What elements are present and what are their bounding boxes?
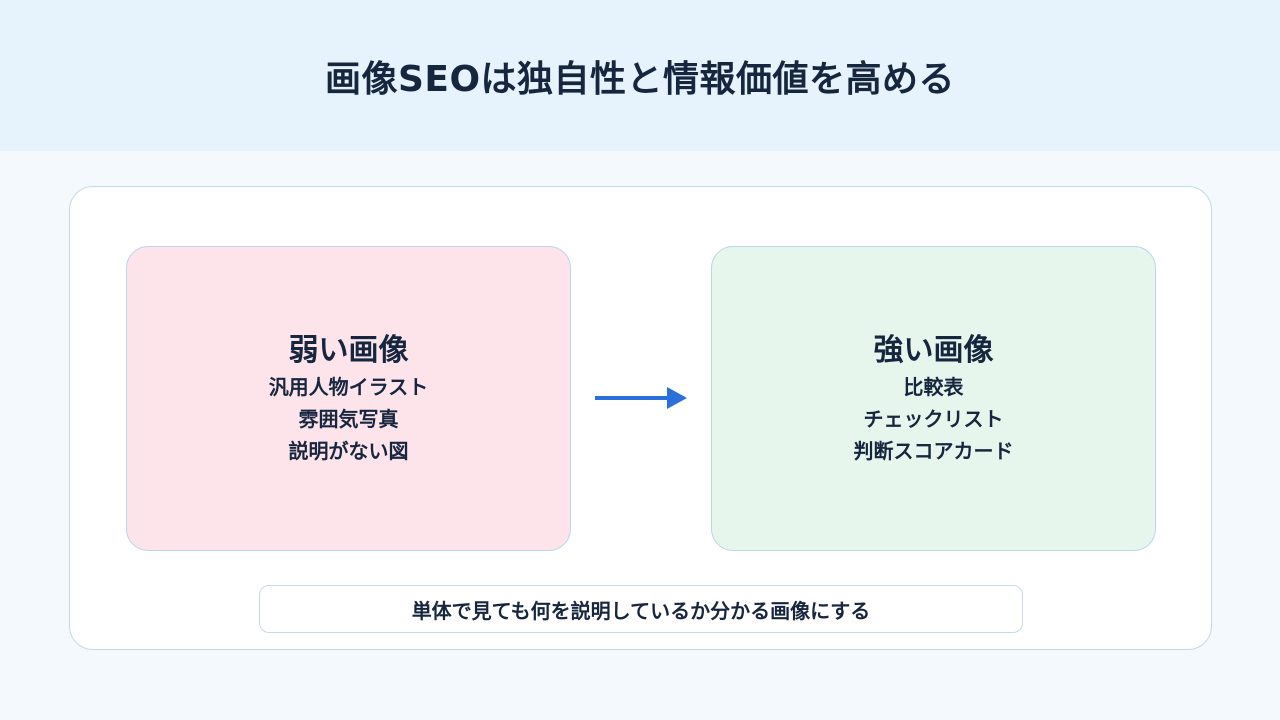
strong-card-title: 強い画像: [873, 332, 994, 368]
strong-item: チェックリスト: [863, 406, 1004, 431]
weak-item: 説明がない図: [288, 438, 409, 463]
right-arrow-icon: [595, 387, 687, 409]
summary-text: 単体で見ても何を説明しているか分かる画像にする: [411, 598, 871, 623]
summary-box: 単体で見ても何を説明しているか分かる画像にする: [259, 585, 1023, 633]
strong-item: 判断スコアカード: [853, 438, 1014, 463]
strong-item: 比較表: [903, 374, 964, 399]
weak-item: 汎用人物イラスト: [268, 374, 429, 399]
weak-item: 雰囲気写真: [298, 406, 399, 431]
weak-card-title: 弱い画像: [288, 332, 409, 368]
header-band: 画像SEOは独自性と情報価値を高める: [0, 0, 1280, 151]
weak-image-card: 弱い画像 汎用人物イラスト 雰囲気写真 説明がない図: [126, 246, 571, 551]
comparison-panel: 弱い画像 汎用人物イラスト 雰囲気写真 説明がない図 強い画像 比較表 チェック…: [69, 186, 1212, 650]
strong-image-card: 強い画像 比較表 チェックリスト 判断スコアカード: [711, 246, 1156, 551]
page-title: 画像SEOは独自性と情報価値を高める: [324, 58, 956, 100]
